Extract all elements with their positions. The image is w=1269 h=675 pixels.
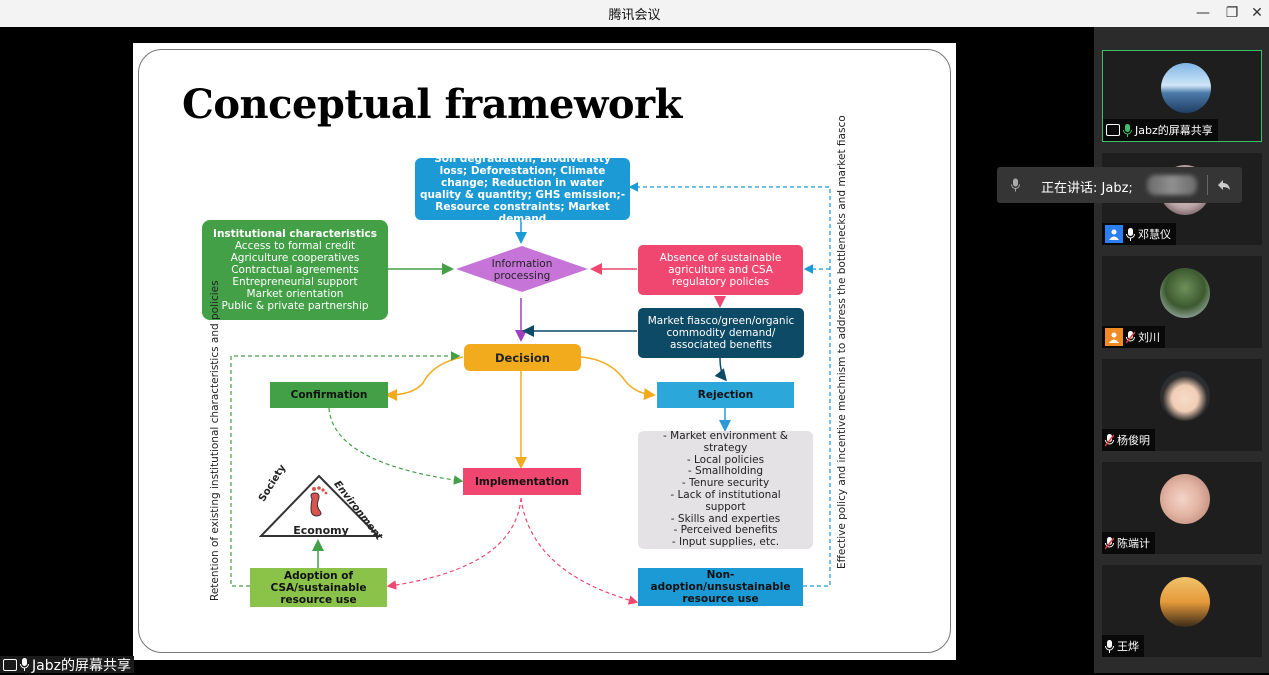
implementation-box: Implementation	[463, 468, 581, 495]
decision-box: Decision	[464, 344, 581, 371]
institutional-box: Institutional characteristics Access to …	[202, 220, 388, 320]
rejection-box: Rejection	[657, 382, 794, 408]
minimize-button[interactable]: —	[1196, 5, 1210, 21]
nametag: Jabz的屏幕共享	[1103, 119, 1218, 141]
participant-name: Jabz的屏幕共享	[1135, 124, 1213, 137]
screen-share-tag: Jabz的屏幕共享	[0, 656, 134, 674]
screen-share-icon	[3, 658, 17, 671]
avatar	[1161, 63, 1211, 113]
left-vertical-label: Retention of existing institutional char…	[209, 280, 221, 601]
screen-share-tag-label: Jabz的屏幕共享	[32, 657, 131, 674]
person-icon	[1105, 328, 1123, 346]
nametag: 刘川	[1102, 326, 1165, 348]
blurred-name	[1147, 175, 1197, 195]
adoption-box: Adoption of CSA/sustainable resource use	[250, 568, 387, 607]
barriers-box: - Market environment & strategy - Local …	[638, 430, 813, 549]
nametag: 陈端计	[1102, 532, 1155, 554]
mic-muted-icon	[1126, 330, 1135, 343]
participant-name: 杨俊明	[1117, 434, 1150, 447]
mic-muted-icon	[1105, 433, 1114, 446]
participant-name: 王烨	[1117, 640, 1139, 653]
participant-name: 刘川	[1138, 331, 1160, 344]
participant-tile[interactable]: 王烨	[1102, 565, 1262, 657]
speaking-indicator[interactable]: 正在讲话: Jabz;	[997, 167, 1242, 203]
mic-muted-icon	[1105, 536, 1114, 549]
right-vertical-label: Effective policy and incentive mechnism …	[836, 115, 848, 569]
drivers-box: Soil degradation; Biodiveristy loss; Def…	[415, 153, 630, 225]
sustainability-triangle	[259, 474, 381, 537]
avatar	[1160, 474, 1210, 524]
participant-name: 邓慧仪	[1138, 228, 1171, 241]
participant-panel: Jabz的屏幕共享 邓慧仪 刘川 杨俊明 陈端计	[1094, 27, 1269, 673]
mic-icon	[1105, 639, 1114, 653]
info-processing-label: Information processing	[491, 258, 553, 282]
mic-icon	[1126, 227, 1135, 241]
mic-icon	[1011, 178, 1020, 192]
triangle-economy: Economy	[293, 524, 349, 537]
restore-button[interactable]: ❐	[1225, 5, 1239, 21]
presentation-slide: Conceptual framework	[133, 43, 956, 660]
market-box: Market fiasco/green/organic commodity de…	[638, 308, 804, 358]
diagram-connectors	[230, 182, 831, 605]
non-adoption-box: Non-adoption/unsustainable resource use	[638, 568, 803, 606]
info-processing-diamond	[456, 246, 588, 292]
screen-share-icon	[1106, 124, 1120, 136]
slide-frame	[138, 49, 951, 653]
absence-box: Absence of sustainable agriculture and C…	[638, 245, 803, 295]
participant-tile[interactable]: 杨俊明	[1102, 359, 1262, 451]
close-button[interactable]: ✕	[1251, 5, 1263, 21]
institutional-items: Access to formal credit Agriculture coop…	[221, 240, 369, 312]
participant-tile[interactable]: Jabz的屏幕共享	[1102, 50, 1262, 142]
mic-icon	[1123, 123, 1132, 137]
bottom-strip	[0, 660, 1094, 673]
slide-title: Conceptual framework	[182, 81, 682, 128]
participant-tile[interactable]: 陈端计	[1102, 462, 1262, 554]
participant-name: 陈端计	[1117, 537, 1150, 550]
window-title: 腾讯会议	[608, 8, 661, 23]
divider	[1207, 175, 1208, 195]
nametag: 邓慧仪	[1102, 223, 1176, 245]
nametag: 杨俊明	[1102, 429, 1155, 451]
collapse-icon[interactable]	[1216, 177, 1232, 193]
confirmation-box: Confirmation	[270, 382, 388, 408]
shared-screen-area: Conceptual framework	[0, 27, 1094, 673]
avatar	[1160, 268, 1210, 318]
avatar	[1160, 577, 1210, 627]
window-titlebar: 腾讯会议 — ❐ ✕	[0, 0, 1269, 27]
speaking-label: 正在讲话: Jabz;	[1041, 181, 1133, 196]
nametag: 王烨	[1102, 635, 1144, 657]
mic-icon	[20, 658, 29, 671]
avatar	[1160, 371, 1210, 421]
person-icon	[1105, 225, 1123, 243]
participant-tile[interactable]: 刘川	[1102, 256, 1262, 348]
institutional-title: Institutional characteristics	[213, 228, 377, 240]
